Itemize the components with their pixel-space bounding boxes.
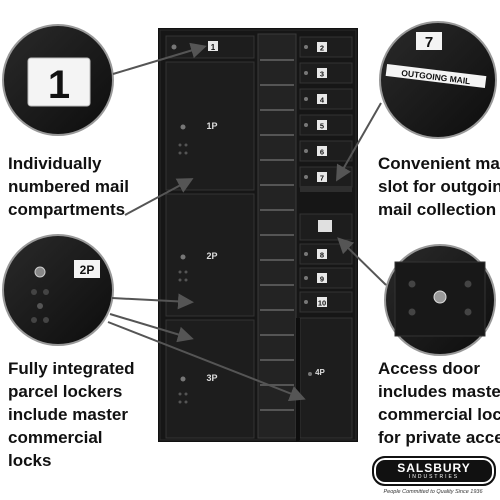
arrow-to-access-door	[337, 237, 387, 286]
callout-outgoing-slot: Convenient mail slot for outgoing mail c…	[378, 152, 500, 221]
callout-line: commercial lock	[378, 405, 500, 424]
callout-line: locks	[8, 451, 52, 470]
zoom-numbered-compartment: 1	[2, 24, 114, 136]
door-number-plate	[317, 120, 327, 130]
zoom-access-lock	[384, 244, 496, 356]
callout-access-door: Access door includes master commercial l…	[378, 357, 500, 449]
mailbox-cabinet: 1 1P 2P 3P 2 3 4 5 6 7 8 9 10	[158, 28, 358, 442]
door-number-plate	[317, 42, 327, 52]
door-label-7: 7	[320, 174, 324, 183]
brand-tagline: People Committed to Quality Since 1936	[383, 489, 483, 495]
door-label-4: 4	[320, 96, 325, 105]
door-label-5: 5	[320, 122, 324, 131]
door-label-2: 2	[320, 44, 324, 53]
arrow-to-outgoing-slot	[336, 102, 382, 182]
door-label-4p: 4P	[315, 368, 325, 377]
door-label-1: 1	[211, 43, 216, 52]
brand-sub: INDUSTRIES	[408, 474, 460, 480]
door-number-plate	[317, 94, 327, 104]
callout-line: slot for outgoing	[378, 177, 500, 196]
door-label-3p: 3P	[206, 373, 217, 383]
door-label-3: 3	[320, 70, 324, 79]
callout-line: Fully integrated	[8, 359, 135, 378]
door-number-plate	[317, 297, 327, 307]
right-door-column: 2 3 4 5 6 7 8 9 10	[299, 36, 353, 313]
brand-logo: SALSBURY INDUSTRIES People Committed to …	[372, 456, 498, 498]
callout-line: include master	[8, 405, 128, 424]
callout-line: mail collection	[378, 200, 497, 219]
lock-icon	[304, 276, 308, 280]
callout-line: Individually	[8, 154, 102, 173]
lock-icon	[304, 123, 308, 127]
zoom-number-one: 1	[48, 63, 70, 107]
brand-name: SALSBURY	[397, 461, 471, 475]
door-number-plate	[317, 172, 327, 182]
door-number-plate	[317, 146, 327, 156]
lock-icon	[304, 300, 308, 304]
door-number-plate	[317, 68, 327, 78]
arrow-to-door-1	[112, 42, 207, 75]
callout-line: Convenient mail	[378, 154, 500, 173]
arrow-to-door-1p	[124, 178, 194, 216]
callout-line: Access door	[378, 359, 481, 378]
callout-line: commercial	[8, 428, 103, 447]
zoom-slot-number: 7	[425, 34, 433, 51]
zoom-parcel-lock: 2P	[2, 234, 114, 346]
callout-line: compartments	[8, 200, 126, 219]
lock-icon	[304, 45, 308, 49]
door-number-plate	[317, 249, 327, 259]
door-number-plate	[317, 273, 327, 283]
callout-parcel-lockers: Fully integrated parcel lockers include …	[8, 357, 135, 472]
lock-icon	[304, 97, 308, 101]
arrow-to-door-4p	[107, 321, 306, 402]
salsbury-logo: SALSBURY INDUSTRIES	[372, 456, 496, 486]
lock-icon	[304, 252, 308, 256]
lock-icon	[304, 149, 308, 153]
door-label-10: 10	[318, 299, 326, 308]
lock-icon	[304, 175, 308, 179]
door-label-2p: 2P	[206, 251, 217, 261]
door-label-9: 9	[320, 275, 324, 284]
callout-numbered-compartments: Individually numbered mail compartments	[8, 152, 129, 221]
arrow-to-door-3p	[109, 313, 194, 343]
zoom-outgoing-slot: 7 OUTGOING MAIL	[379, 21, 497, 139]
door-label-6: 6	[320, 148, 324, 157]
arrow-to-door-2p	[111, 293, 194, 310]
callout-line: parcel lockers	[8, 382, 123, 401]
callout-line: for private access	[378, 428, 500, 447]
callout-line: includes master	[378, 382, 500, 401]
door-4p	[299, 317, 353, 439]
zoom-parcel-label: 2P	[80, 263, 95, 277]
door-label-1p: 1P	[206, 121, 217, 131]
outgoing-slot-strip	[300, 186, 352, 192]
door-label-8: 8	[320, 251, 324, 260]
lock-icon	[304, 71, 308, 75]
callout-line: numbered mail	[8, 177, 129, 196]
